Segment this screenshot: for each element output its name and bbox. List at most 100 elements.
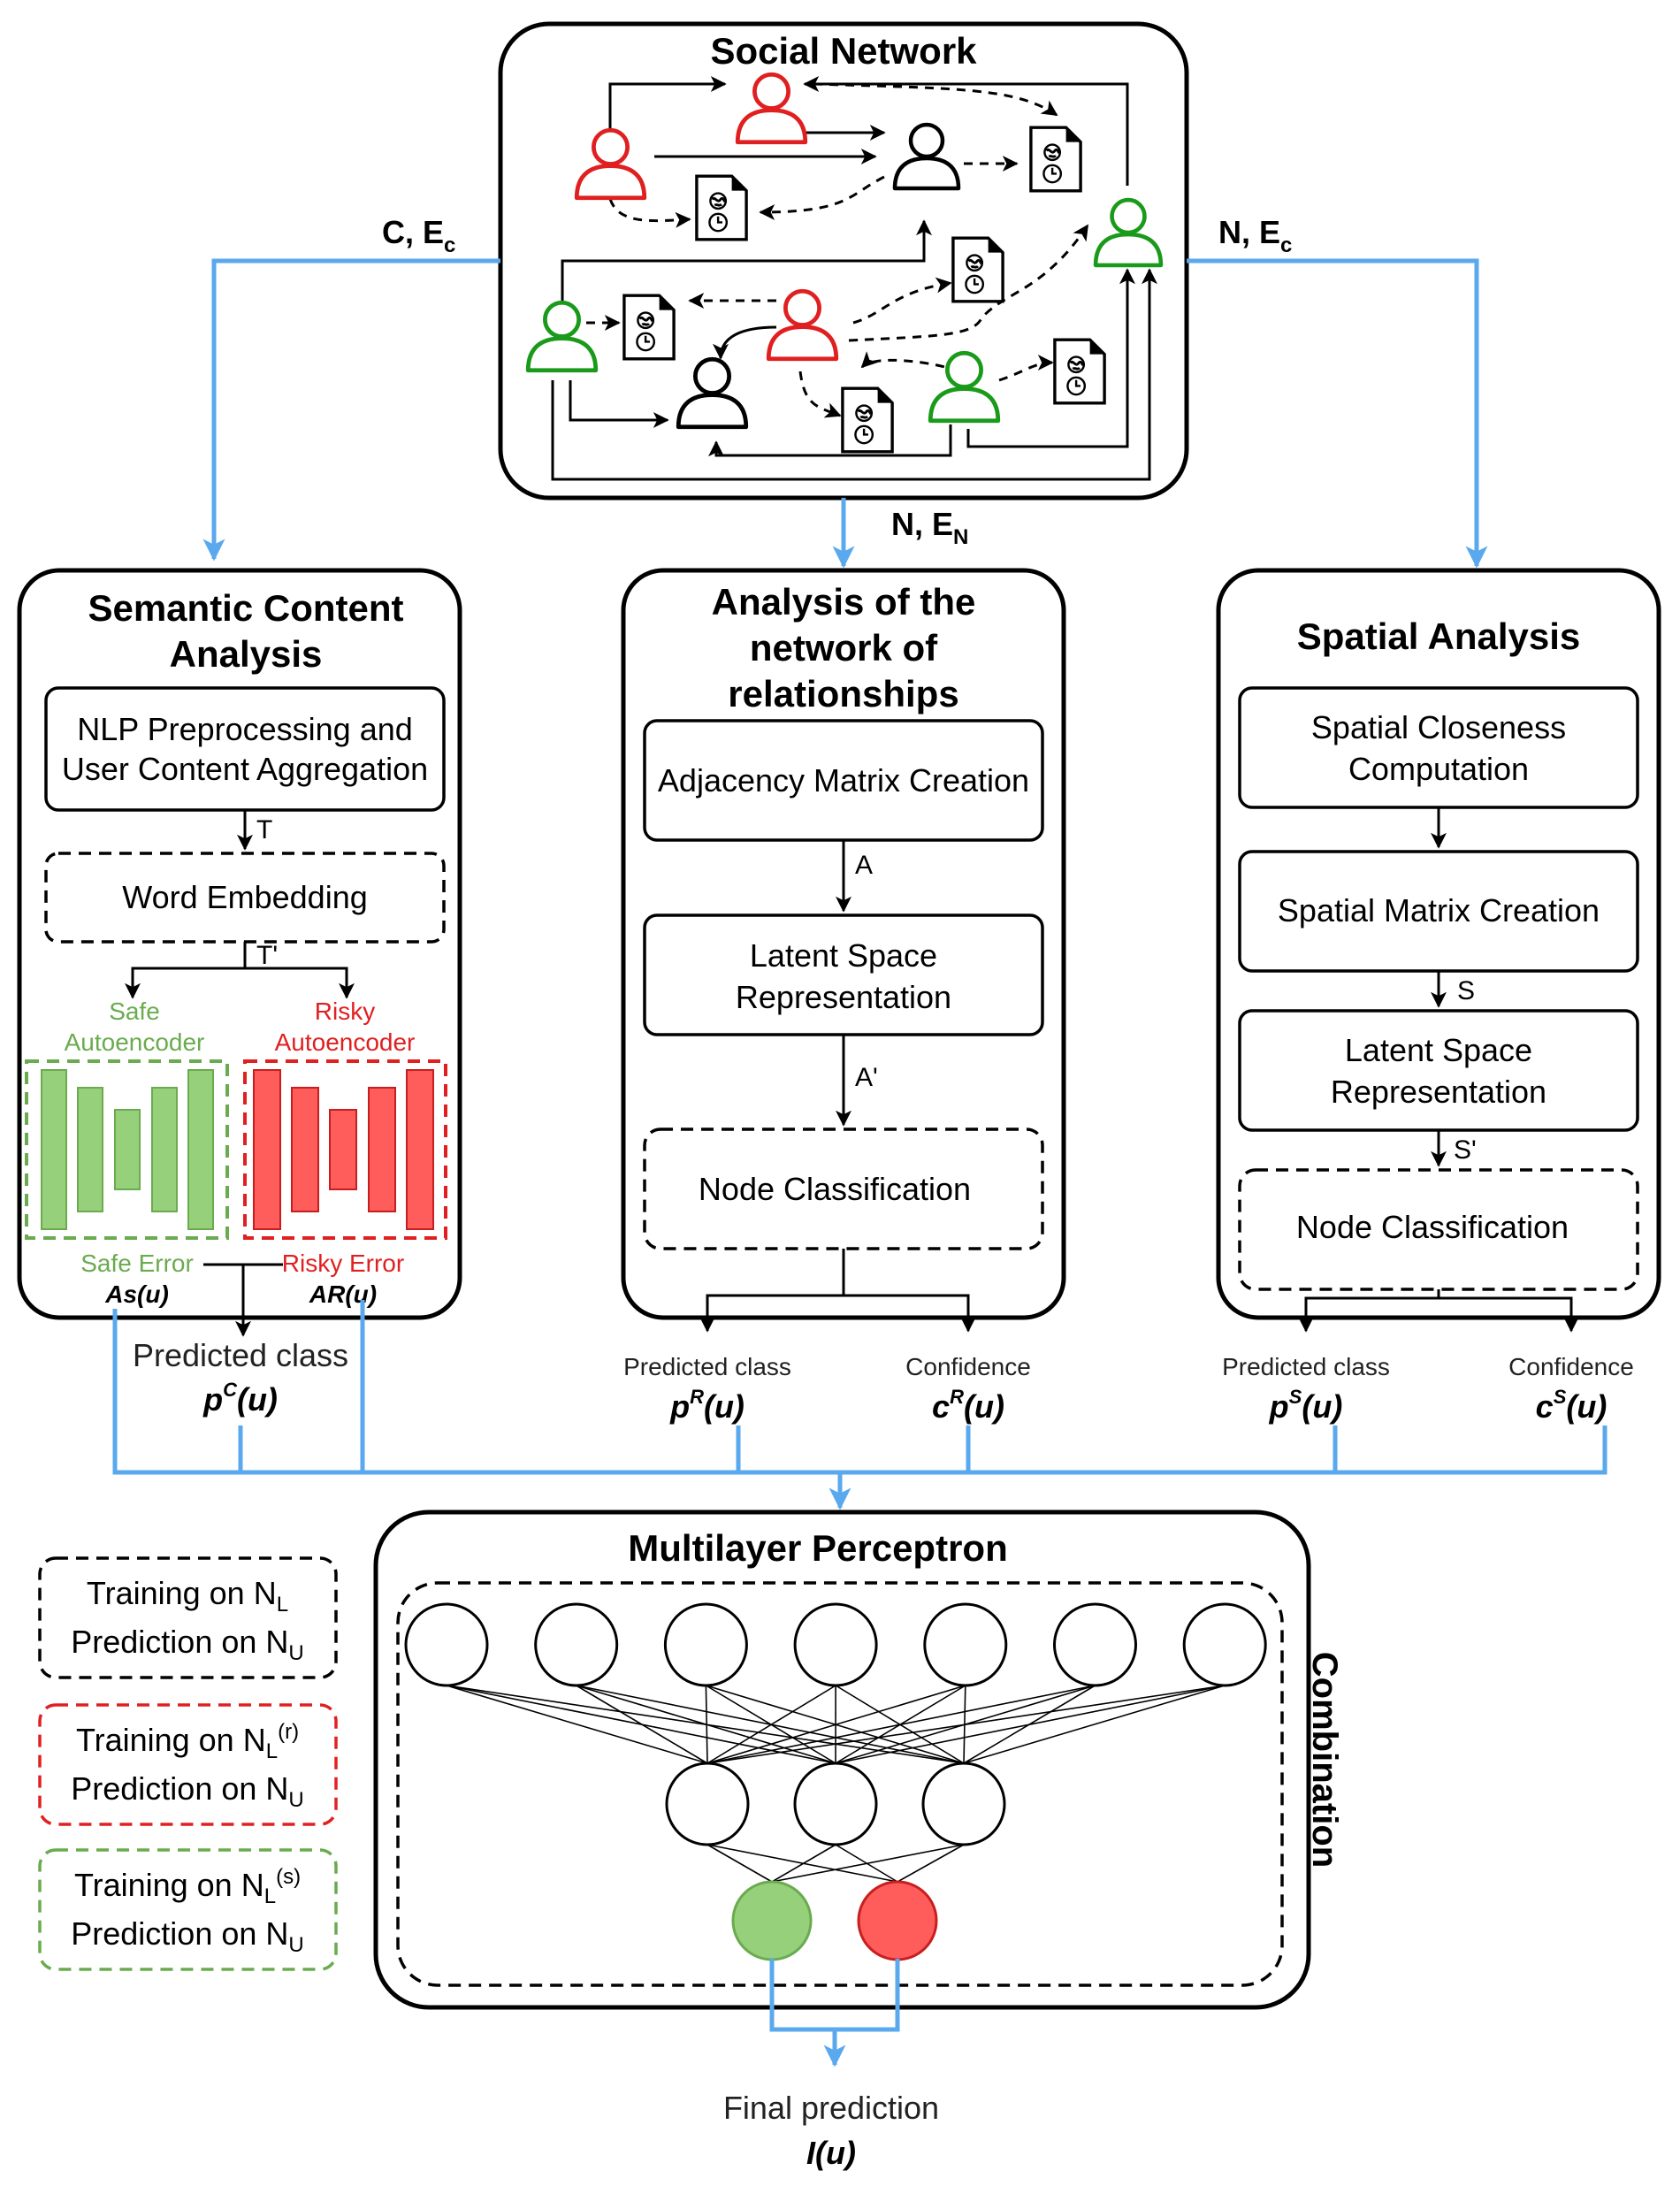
mlp-output-node: [731, 1880, 813, 1961]
network-latent-1: Latent Space: [750, 937, 937, 974]
legend-box: [38, 1703, 338, 1826]
risky-autoencoder-label-1: Risky: [315, 997, 375, 1025]
spatial-panel: Spatial Analysis Spatial Closeness Compu…: [1216, 568, 1661, 1333]
spatial-confidence: Confidence: [1508, 1353, 1634, 1380]
mlp-input-node: [534, 1602, 619, 1687]
network-latent-2: Representation: [736, 979, 951, 1015]
mlp-input-node: [923, 1602, 1008, 1687]
arrow-label-s-prime: S': [1454, 1135, 1477, 1165]
social-network-panel: Social Network: [498, 21, 1189, 501]
semantic-predicted-class: Predicted class: [133, 1337, 348, 1373]
adjacency-matrix-box: Adjacency Matrix Creation: [658, 762, 1029, 799]
semantic-title-1: Semantic Content: [88, 587, 403, 629]
final-flow: [769, 1959, 900, 2068]
safe-autoencoder: [25, 1059, 229, 1240]
mlp-hidden-node: [665, 1762, 750, 1846]
mlp-title: Multilayer Perceptron: [628, 1527, 1007, 1569]
risky-autoencoder-label-2: Autoencoder: [275, 1028, 416, 1056]
mlp-connection: [705, 1685, 708, 1764]
mlp-connection: [963, 1685, 1226, 1764]
mlp-connection: [576, 1685, 708, 1764]
risky-autoencoder: [243, 1059, 447, 1240]
safe-error-label: Safe Error: [80, 1250, 194, 1277]
mlp-connection: [706, 1685, 1096, 1764]
arrow-label-a-prime: A': [855, 1063, 878, 1092]
spatial-closeness-2: Computation: [1348, 751, 1529, 787]
spatial-node-classification: Node Classification: [1296, 1209, 1569, 1245]
collector-flows: [112, 1300, 1607, 1510]
mlp-connection: [771, 1844, 836, 1883]
legend-prediction-label: Prediction on NU: [71, 1770, 303, 1812]
post-icon: [695, 174, 748, 241]
mlp-panel: Multilayer Perceptron Combination: [373, 1510, 1344, 2010]
mlp-network: [404, 1602, 1267, 1961]
mlp-connection: [706, 1685, 966, 1764]
network-p-var: pR(u): [669, 1386, 745, 1425]
mlp-connection: [706, 1844, 773, 1883]
arrow-label-t: T: [256, 815, 272, 845]
arrow-label-a: A: [855, 851, 873, 880]
mlp-input-node: [793, 1602, 878, 1687]
ar-u-label: AR(u): [309, 1280, 377, 1308]
legend-prediction-label: Prediction on NU: [71, 1915, 303, 1957]
social-edges: [551, 76, 1157, 481]
semantic-panel: Semantic Content Analysis NLP Preprocess…: [17, 568, 462, 1335]
final-prediction-label: Final prediction: [723, 2090, 939, 2126]
legend-box: [38, 1848, 338, 1971]
spatial-latent-1: Latent Space: [1345, 1032, 1532, 1068]
mlp-connection: [706, 1685, 1226, 1764]
network-title-3: relationships: [728, 673, 958, 715]
nlp-preprocessing-1: NLP Preprocessing and: [77, 711, 413, 747]
spatial-latent-2: Representation: [1331, 1074, 1546, 1110]
combination-label: Combination: [1305, 1652, 1344, 1868]
network-c-var: cR(u): [932, 1386, 1004, 1425]
word-embedding-box: Word Embedding: [122, 879, 368, 915]
arrow-label-t-prime: T': [256, 941, 278, 970]
mlp-connection: [771, 1844, 965, 1883]
spatial-title: Spatial Analysis: [1297, 615, 1581, 657]
legend-training-label: Training on NL(r): [76, 1720, 299, 1763]
mlp-connection: [835, 1685, 1226, 1764]
mlp-input-node: [1182, 1602, 1267, 1687]
link-label-center: N, EN: [891, 506, 968, 549]
network-title-1: Analysis of the: [712, 581, 976, 623]
mlp-connection: [897, 1844, 965, 1883]
network-confidence: Confidence: [905, 1353, 1031, 1380]
post-icon: [1053, 338, 1106, 405]
mlp-input-node: [663, 1602, 748, 1687]
spatial-matrix-box: Spatial Matrix Creation: [1278, 892, 1600, 929]
mlp-input-node: [404, 1602, 489, 1687]
legend: Training on NL Prediction on NU Training o…: [38, 1556, 338, 1971]
nlp-preprocessing-2: User Content Aggregation: [62, 751, 428, 787]
mlp-input-node: [1053, 1602, 1137, 1687]
semantic-title-2: Analysis: [170, 633, 323, 675]
post-icon: [951, 236, 1004, 303]
arrow-label-s: S: [1457, 976, 1475, 1005]
spatial-c-var: cS(u): [1536, 1386, 1607, 1425]
risky-error-label: Risky Error: [282, 1250, 404, 1277]
network-predicted-class: Predicted class: [623, 1353, 791, 1380]
legend-prediction-label: Prediction on NU: [71, 1624, 303, 1665]
link-label-left: C, Ec: [382, 214, 455, 257]
spatial-p-var: pS(u): [1269, 1386, 1343, 1425]
social-network-title: Social Network: [710, 30, 977, 72]
mlp-hidden-node: [921, 1762, 1006, 1846]
network-panel: Analysis of the network of relationships…: [621, 568, 1066, 1333]
as-u-label: As(u): [104, 1280, 169, 1308]
top-flows: [202, 258, 1488, 569]
legend-box: [38, 1556, 338, 1679]
safe-autoencoder-label-1: Safe: [109, 997, 160, 1025]
network-title-2: network of: [750, 627, 938, 669]
post-icon: [1029, 126, 1082, 193]
final-prediction-var: I(u): [806, 2135, 856, 2171]
legend-training-label: Training on NL: [87, 1575, 288, 1617]
mlp-output-node: [857, 1880, 938, 1961]
mlp-connection: [446, 1685, 708, 1764]
network-node-classification: Node Classification: [699, 1171, 971, 1207]
link-label-right: N, Ec: [1218, 214, 1292, 257]
mlp-connection: [706, 1685, 836, 1764]
semantic-output-var: pC(u): [202, 1379, 278, 1418]
post-icon: [841, 386, 894, 454]
